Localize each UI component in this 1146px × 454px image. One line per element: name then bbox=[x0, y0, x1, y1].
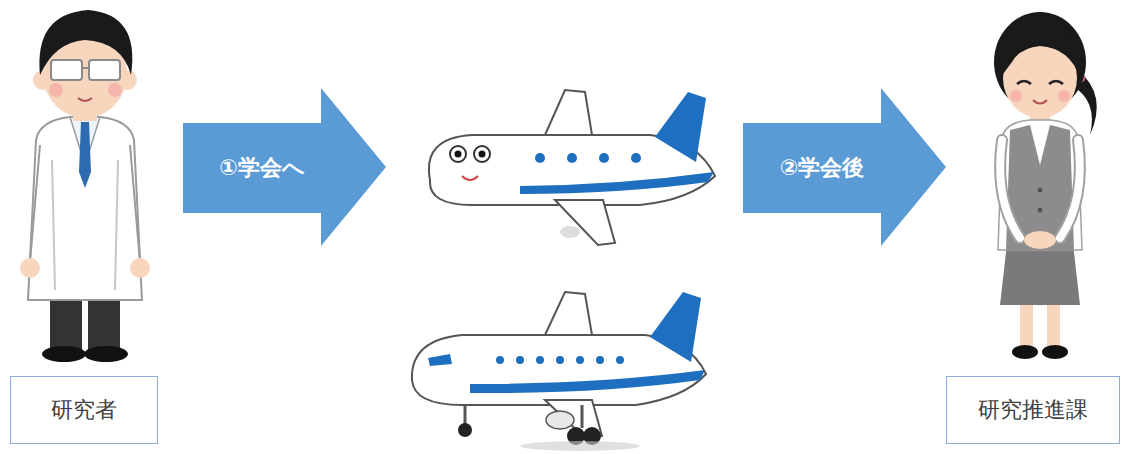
airplane-face bbox=[429, 90, 715, 245]
arrow-label: ②学会後 bbox=[743, 123, 901, 213]
arrow-label: ①学会へ bbox=[183, 123, 341, 213]
node-text: 研究者 bbox=[51, 395, 117, 425]
block-arrow: ①学会へ bbox=[183, 88, 386, 246]
block-arrow: ②学会後 bbox=[743, 88, 946, 246]
label-box: 研究推進課 bbox=[946, 376, 1120, 444]
node-text: ①学会へ bbox=[219, 153, 305, 183]
node-text: ②学会後 bbox=[780, 153, 865, 183]
researcher-figure bbox=[20, 10, 150, 362]
staff-figure bbox=[994, 12, 1097, 359]
arrow-fill bbox=[743, 88, 946, 246]
node-text: 研究推進課 bbox=[978, 395, 1088, 425]
airplane bbox=[412, 292, 706, 451]
arrow-fill bbox=[183, 88, 386, 246]
label-box: 研究者 bbox=[10, 376, 158, 444]
